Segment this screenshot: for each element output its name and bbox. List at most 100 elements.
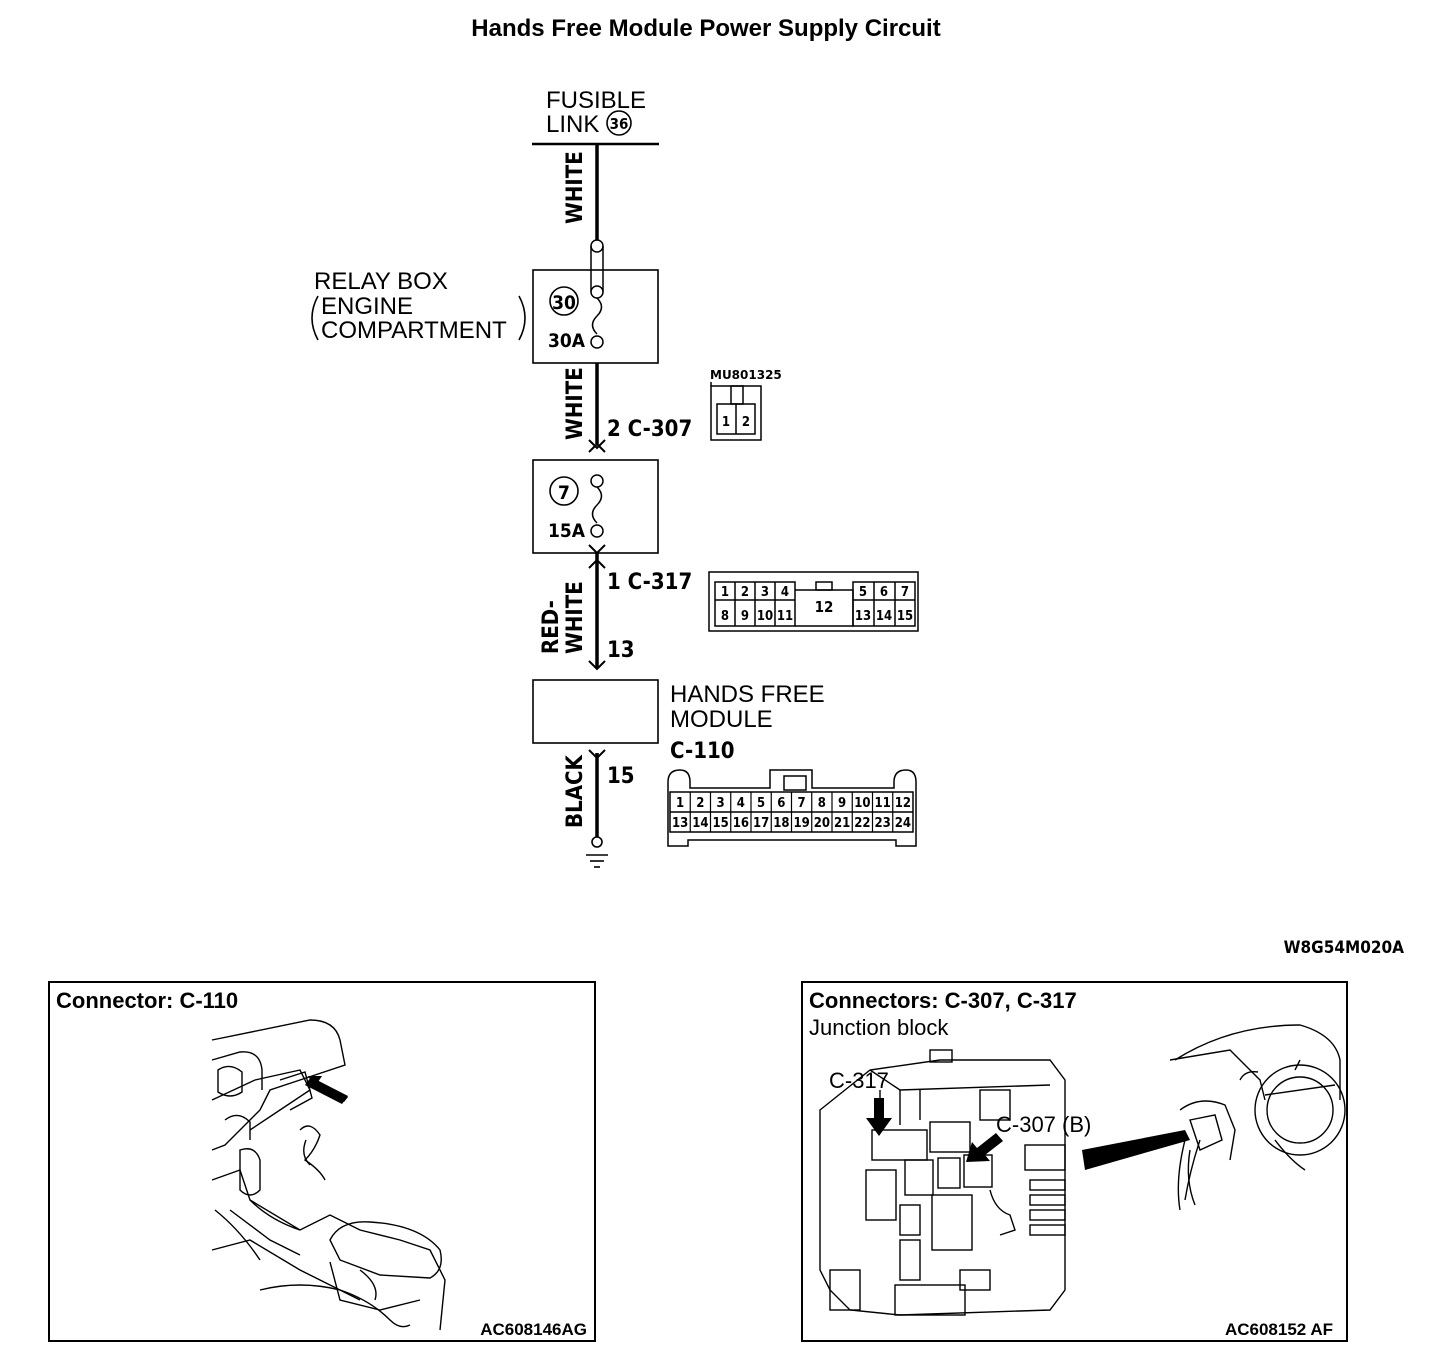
c317-cell: 9 — [741, 609, 749, 624]
panel-c110-title: Connector: C-110 — [56, 988, 238, 1013]
junction-block-sketch — [819, 1049, 1066, 1316]
c110-cell: 11 — [874, 796, 890, 811]
panel-c307-c317-ref: AC608152 AF — [1225, 1320, 1333, 1339]
c307-connector-face — [710, 382, 762, 441]
c307-connector-mark — [588, 439, 606, 453]
c110-arrow-shaft — [305, 1077, 348, 1104]
c110-cell: 14 — [692, 816, 708, 831]
wire-label-black: BLACK — [563, 754, 588, 828]
ground-icon — [586, 836, 608, 868]
c110-label: C-110 — [670, 739, 735, 764]
c317-connector-mark — [588, 544, 606, 671]
relay-box-label-3: COMPARTMENT — [321, 317, 507, 344]
c110-cell: 2 — [696, 796, 704, 811]
panel-c110-ref: AC608146AG — [480, 1320, 587, 1339]
c110-cell: 16 — [733, 816, 749, 831]
c317-cell: 2 — [741, 585, 749, 600]
wire-label-red-white: RED- — [539, 600, 564, 654]
fusible-link-circle — [606, 110, 632, 136]
dashboard-sketch — [1169, 1024, 1346, 1211]
c307-arrow-icon — [966, 1133, 1003, 1162]
c110-connector-mark — [588, 749, 606, 760]
relay-box-paren-right — [518, 295, 526, 341]
c110-cell: 5 — [757, 796, 765, 811]
fuse-7-symbol — [590, 474, 604, 538]
c110-cell: 4 — [737, 796, 745, 811]
c110-cell: 6 — [777, 796, 785, 811]
c317-connector-face — [708, 571, 919, 632]
module-label-2: MODULE — [670, 706, 773, 733]
c110-cell: 7 — [798, 796, 806, 811]
page-title: Hands Free Module Power Supply Circuit — [471, 15, 940, 42]
c110-cell: 10 — [854, 796, 870, 811]
c110-cell: 18 — [773, 816, 789, 831]
c317-cell: 7 — [901, 585, 909, 600]
c317-cell: 10 — [757, 609, 773, 624]
fuse-30-rating: 30A — [548, 330, 586, 352]
module-label: HANDS FREE — [670, 681, 825, 708]
c317-cell: 4 — [781, 585, 789, 600]
c110-cell: 3 — [717, 796, 725, 811]
c110-cell: 12 — [895, 796, 911, 811]
fuse-7-rating: 15A — [548, 520, 586, 542]
wire-label-white-2: WHITE — [563, 367, 588, 440]
c317-pin-label: 1 C-317 — [607, 570, 692, 595]
fuse-30-number: 30 — [552, 292, 576, 314]
fuse-7-number: 7 — [558, 482, 570, 504]
fusible-link-number: 36 — [610, 115, 629, 133]
c317-cell: 11 — [777, 609, 793, 624]
wire-label-red-white-2: WHITE — [563, 581, 588, 654]
c307-pin-label: 2 C-307 — [607, 417, 692, 442]
c110-cell: 1 — [676, 796, 684, 811]
c110-cell: 20 — [814, 816, 830, 831]
c110-cell: 9 — [838, 796, 846, 811]
c110-cell: 19 — [793, 816, 809, 831]
fusible-link-label: FUSIBLE — [546, 87, 646, 114]
c110-cell: 22 — [854, 816, 870, 831]
label-c317: C-317 — [829, 1068, 889, 1093]
c307-pin-2: 2 — [742, 415, 750, 430]
c317-cell: 14 — [876, 609, 892, 624]
c317-cell: 15 — [897, 609, 913, 624]
c110-cell: 21 — [834, 816, 850, 831]
c317-arrow-icon — [866, 1098, 892, 1136]
wire-label-white-1: WHITE — [563, 151, 588, 224]
c110-cell: 24 — [895, 816, 911, 831]
c317-cell: 1 — [721, 585, 729, 600]
c110-cell: 23 — [874, 816, 890, 831]
c317-cell: 6 — [880, 585, 888, 600]
pointer-wedge-icon — [1082, 1130, 1190, 1170]
hands-free-module-block — [532, 679, 659, 744]
panel-c307-c317 — [801, 981, 1348, 1342]
fusible-link-label-2: LINK — [546, 111, 599, 138]
fuse-7-block — [532, 459, 659, 554]
c110-cells: 1 13 2 14 3 15 4 16 5 17 6 18 7 19 8 20 9 21 10 22 11 23 12 24 — [672, 792, 911, 832]
relay-box-block — [532, 269, 659, 364]
pin-15-label: 15 — [607, 764, 635, 789]
c110-cell: 15 — [712, 816, 728, 831]
fuse-7-circle — [549, 476, 579, 506]
pin-13-label: 13 — [607, 638, 635, 663]
c110-cell: 8 — [818, 796, 826, 811]
fuse-30-circle — [549, 286, 579, 316]
c317-cell: 5 — [859, 585, 867, 600]
c307-part-number: MU801325 — [710, 368, 782, 382]
c110-cell: 17 — [753, 816, 769, 831]
panel-c307-c317-title: Connectors: C-307, C-317 — [809, 988, 1077, 1013]
c317-cell: 8 — [721, 609, 729, 624]
fuse-30-symbol — [590, 239, 604, 349]
label-c307: C-307 (B) — [996, 1112, 1091, 1137]
relay-box-paren-left — [311, 295, 319, 341]
c317-cell: 3 — [761, 585, 769, 600]
relay-box-label: RELAY BOX — [314, 268, 448, 295]
figure-code: W8G54M020A — [1284, 938, 1404, 958]
relay-box-label-2: ENGINE — [321, 293, 413, 320]
c317-cell: 13 — [855, 609, 871, 624]
c317-pin-12: 12 — [815, 598, 834, 616]
panel-c307-c317-subtitle: Junction block — [809, 1015, 949, 1040]
c307-pin-1: 1 — [722, 415, 730, 430]
c110-cell: 13 — [672, 816, 688, 831]
panel-c110 — [48, 981, 596, 1342]
